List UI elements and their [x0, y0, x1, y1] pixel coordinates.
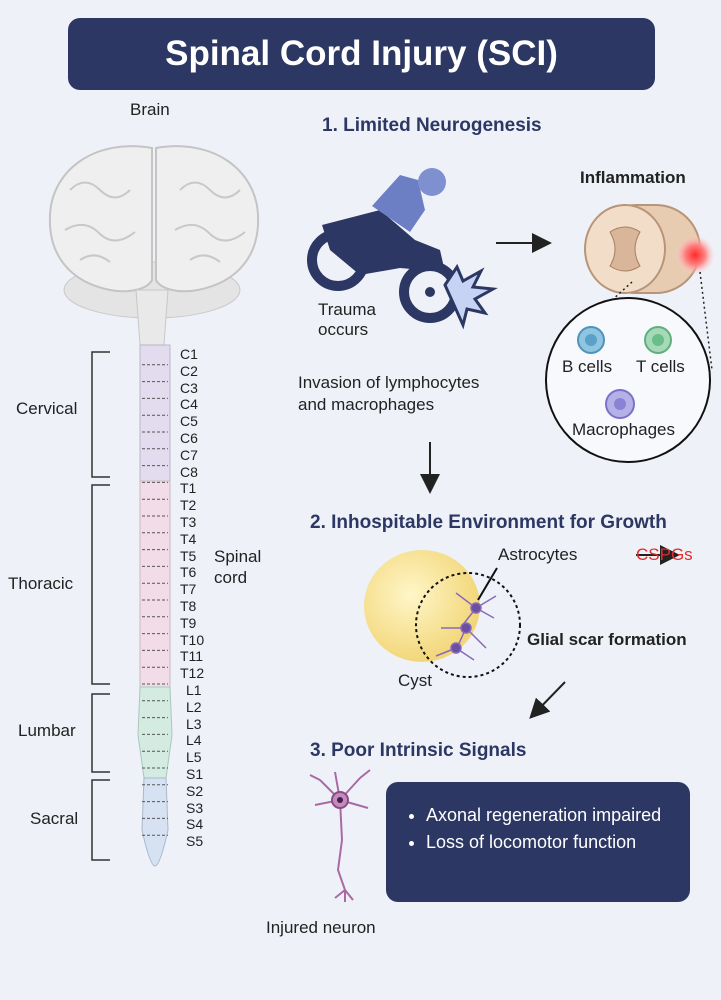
segment-label-t3: T3: [180, 514, 197, 530]
glial-scar-label: Glial scar formation: [527, 630, 687, 649]
segment-label-c7: C7: [180, 446, 198, 463]
brain-label: Brain: [130, 100, 170, 119]
region-sacral: Sacral: [30, 809, 79, 828]
segment-label-l4: L4: [186, 732, 202, 749]
segment-label-t10: T10: [180, 631, 205, 648]
injured-neuron-label: Injured neuron: [266, 918, 376, 937]
segment-label-l2: L2: [186, 698, 202, 715]
symptom-item: Loss of locomotor function: [426, 831, 672, 854]
title-banner: Spinal Cord Injury (SCI): [68, 18, 655, 90]
segment-label-t2: T2: [180, 497, 197, 514]
cyst-illustration: [364, 550, 480, 662]
segment-label-c1: C1: [180, 346, 198, 362]
page-title: Spinal Cord Injury (SCI): [165, 34, 558, 73]
spinal-cord: [137, 344, 173, 867]
brain-illustration: [48, 145, 260, 346]
section3-heading: 3. Poor Intrinsic Signals: [310, 740, 527, 761]
section2-heading: 2. Inhospitable Environment for Growth: [310, 512, 667, 533]
segment-label-t11: T11: [180, 648, 204, 665]
segment-label-t6: T6: [180, 564, 197, 581]
invasion-label: Invasion of lymphocytes and macrophages: [298, 373, 480, 415]
arrow-down-2: [529, 681, 566, 719]
trauma-label: Trauma occurs: [318, 300, 376, 340]
astrocytes-label: Astrocytes: [498, 545, 578, 564]
cyst-label: Cyst: [398, 671, 432, 690]
inflammation-label: Inflammation: [580, 168, 686, 187]
segment-label-c2: C2: [180, 362, 198, 379]
segment-label-s3: S3: [186, 799, 204, 816]
region-thoracic: Thoracic: [8, 574, 74, 593]
astrocyte-cells: [435, 592, 497, 661]
symptoms-list: Axonal regeneration impaired Loss of loc…: [386, 782, 690, 853]
injured-neuron-icon: [309, 769, 371, 902]
segment-label-t12: T12: [180, 665, 205, 682]
segment-label-t4: T4: [180, 530, 197, 547]
region-cervical: Cervical: [16, 399, 78, 418]
segment-label-c4: C4: [180, 396, 198, 413]
cord-cross-section: [584, 204, 715, 294]
segment-label-t7: T7: [180, 581, 197, 598]
glial-scar-ring: [415, 572, 521, 678]
region-brackets: [91, 351, 110, 861]
symptom-item: Axonal regeneration impaired: [426, 804, 672, 827]
segment-label-t8: T8: [180, 598, 197, 614]
symptoms-box: Axonal regeneration impaired Loss of loc…: [386, 782, 690, 902]
segment-label-t5: T5: [180, 547, 197, 564]
motorcycle-icon: [307, 168, 498, 330]
segment-label-s4: S4: [186, 816, 204, 833]
spinal-cord-label: Spinal cord: [214, 547, 262, 588]
segment-label-c3: C3: [180, 379, 198, 396]
segment-label-l5: L5: [186, 749, 202, 766]
cspgs-label: CSPGs: [636, 545, 693, 564]
b-cells-label: B cells: [562, 357, 613, 376]
segment-label-t9: T9: [180, 614, 197, 631]
segment-label-c5: C5: [180, 413, 198, 430]
segment-label-s1: S1: [186, 766, 204, 782]
segment-label-c6: C6: [180, 430, 198, 446]
segment-label-c8: C8: [180, 463, 198, 480]
macrophages-label: Macrophages: [572, 420, 676, 439]
astrocyte-pointer: [477, 567, 498, 601]
t-cells-label: T cells: [636, 357, 685, 376]
segment-label-l3: L3: [186, 715, 202, 732]
region-lumbar: Lumbar: [18, 721, 76, 740]
segment-label-l1: L1: [186, 682, 202, 698]
immune-cells-zoom: [545, 297, 711, 463]
segment-label-t1: T1: [180, 480, 197, 497]
segment-label-s2: S2: [186, 782, 204, 799]
section1-heading: 1. Limited Neurogenesis: [322, 115, 542, 136]
segment-label-s5: S5: [186, 833, 204, 850]
